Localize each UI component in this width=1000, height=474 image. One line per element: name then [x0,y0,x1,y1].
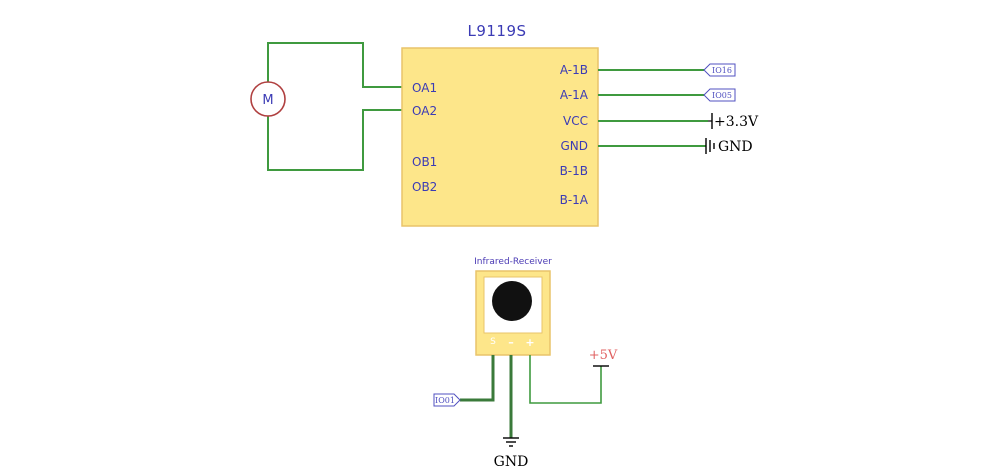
power-5v: +5V [589,348,618,367]
motor-symbol: M [250,81,286,117]
ground-right: GND [705,138,753,155]
right-connections: IO16 IO05 +3.3V GND [598,63,759,155]
pin-a1a: A-1A [560,88,589,102]
pin-b1b: B-1B [560,164,588,178]
power-3v3-label: +3.3V [714,114,759,130]
pin-oa1: OA1 [412,81,437,95]
ir-sensor-dome [492,281,532,321]
net-text-io16: IO16 [712,66,732,75]
pin-a1b: A-1B [560,63,588,77]
ir-pin-s: S [490,337,496,347]
pin-vcc: VCC [563,114,588,128]
net-flag-io16 [703,63,736,77]
ground-right-label: GND [718,139,753,155]
l9119s-chip: L9119S OA1 OA2 OB1 OB2 A-1B A-1A VCC GND… [401,22,599,227]
net-text-io01: IO01 [435,396,455,405]
net-label-io01: IO01 [433,393,461,407]
wire-ir-s [460,355,495,402]
chip-title: L9119S [467,22,526,40]
motor-label: M [262,93,273,108]
pin-b1a: B-1A [560,193,589,207]
ir-pin-plus: + [525,336,534,349]
net-flag-io05 [703,88,736,102]
net-flag-io01 [433,393,461,407]
net-label-io16: IO16 [703,63,736,77]
net-text-io05: IO05 [712,91,732,100]
ground-bottom-label: GND [494,454,529,470]
pin-ob2: OB2 [412,180,437,194]
wire-motor-oa1 [267,42,402,88]
chip-body [401,47,599,227]
ir-title: Infrared-Receiver [474,257,552,267]
pin-oa2: OA2 [412,104,437,118]
pin-gnd: GND [560,139,588,153]
net-label-io05: IO05 [703,88,736,102]
pin-ob1: OB1 [412,155,437,169]
motor-wires [267,42,402,171]
motor-circle [250,81,286,117]
wire-motor-oa2 [267,109,402,171]
power-5v-label: +5V [589,348,618,363]
wire-ir-5v [529,355,602,404]
ground-bottom: GND [494,437,529,470]
ir-pin-minus: – [508,336,514,349]
power-3v3: +3.3V [708,113,759,130]
ir-wires [460,355,602,438]
ir-receiver: Infrared-Receiver S – + [474,257,552,356]
